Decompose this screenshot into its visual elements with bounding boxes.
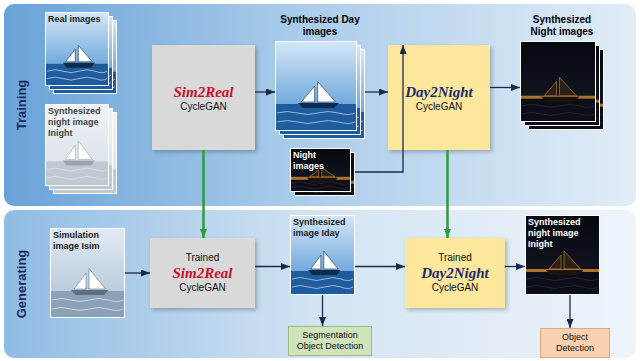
box-label: Trained	[438, 252, 472, 264]
boat-picture	[520, 41, 604, 130]
box-label: Day2Night	[405, 83, 473, 101]
generated-image: Synthesized night image Inight	[525, 215, 600, 295]
panel-label: Training	[14, 80, 29, 131]
box-label: Segmentation Object Detection	[293, 330, 367, 352]
image-caption: Real images	[45, 12, 109, 27]
generating-panel: Simulation image IsimTrainedSim2RealCycl…	[4, 210, 636, 358]
box-label: Object Detection	[545, 332, 605, 354]
image-caption: Night images	[290, 148, 351, 174]
training-panel: Real imagesSynthesized night image Inigh…	[4, 4, 636, 206]
image-stack: Synthesized Night images	[520, 14, 604, 130]
model-box: TrainedSim2RealCycleGAN	[150, 238, 255, 308]
model-box: Sim2RealCycleGAN	[152, 45, 255, 150]
image-heading: Synthesized Night images	[520, 14, 604, 38]
image-stack: Night images	[290, 148, 355, 196]
box-label: Trained	[186, 252, 220, 264]
task-box: Object Detection	[540, 328, 610, 358]
boat-picture	[45, 12, 117, 94]
image-stack: Synthesized night image Inight	[45, 104, 117, 194]
task-box: Segmentation Object Detection	[288, 326, 372, 356]
image-stack: Synthesized Day images	[275, 14, 365, 139]
box-label: Day2Night	[421, 264, 489, 282]
boat-picture	[275, 41, 365, 139]
model-box: TrainedDay2NightCycleGAN	[405, 238, 505, 308]
image-caption: Simulation image Isim	[50, 228, 125, 254]
panel-label: Generating	[14, 250, 29, 319]
box-label: Sim2Real	[172, 264, 232, 282]
model-box: Day2NightCycleGAN	[388, 45, 490, 150]
image-caption: Synthesized night image Inight	[525, 215, 600, 251]
simulation-image: Simulation image Isim	[50, 228, 125, 318]
image-caption: Synthesized night image Inight	[45, 104, 109, 140]
box-label: Sim2Real	[173, 83, 233, 101]
box-label: CycleGAN	[180, 101, 227, 113]
box-label: CycleGAN	[432, 282, 479, 294]
image-caption: Synthesized image Iday	[290, 215, 355, 241]
box-label: CycleGAN	[179, 282, 226, 294]
image-stack: Real images	[45, 12, 117, 94]
box-label: CycleGAN	[416, 101, 463, 113]
image-heading: Synthesized Day images	[275, 14, 365, 38]
generated-image: Synthesized image Iday	[290, 215, 355, 295]
